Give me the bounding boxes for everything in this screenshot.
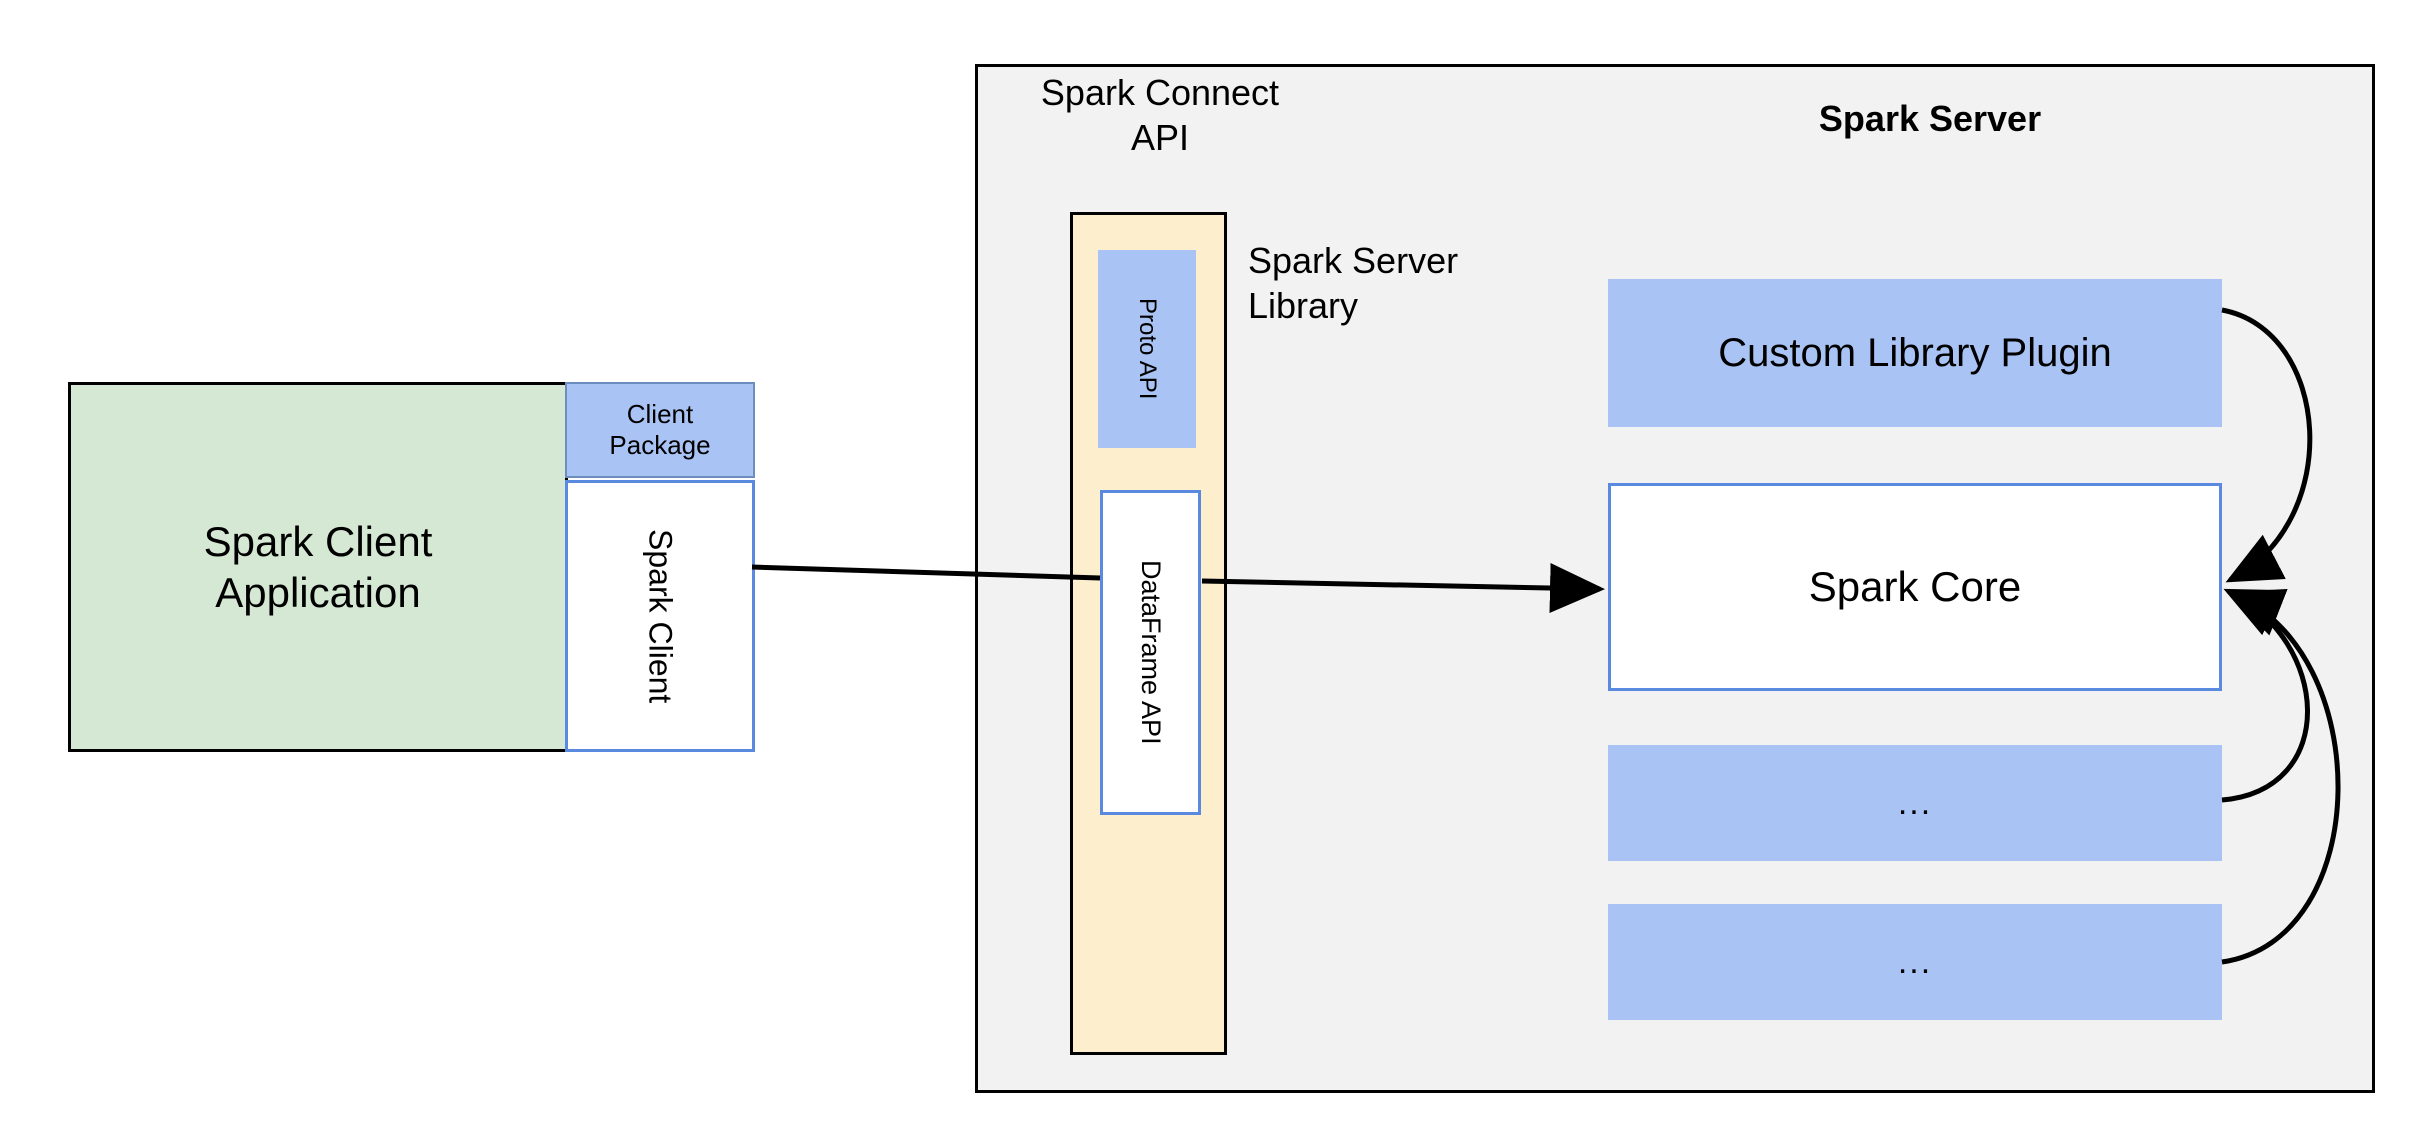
connect-api-line2: API <box>1130 117 1190 158</box>
spark-client-application-label: Spark Client Application <box>204 516 433 618</box>
spark-client-label: Spark Client <box>642 528 679 704</box>
client-package-label: Client Package <box>609 399 710 461</box>
ellipsis-label-1: ... <box>1897 783 1933 822</box>
client-app-line1: Spark Client <box>203 517 433 565</box>
custom-library-plugin-label: Custom Library Plugin <box>1718 330 2112 375</box>
client-app-line2: Application <box>215 569 421 616</box>
client-package-box[interactable]: Client Package <box>565 382 755 478</box>
client-package-line2: Package <box>609 430 711 460</box>
dataframe-api-box[interactable]: DataFrame API <box>1100 490 1201 815</box>
server-library-line1: Spark Server <box>1248 240 1459 281</box>
proto-api-label: Proto API <box>1134 298 1161 400</box>
dataframe-api-label: DataFrame API <box>1136 560 1166 745</box>
client-package-line1: Client <box>626 398 694 429</box>
additional-component-row-1[interactable]: ... <box>1608 745 2222 861</box>
spark-connect-api-label: Spark Connect API <box>1015 70 1305 160</box>
proto-api-box[interactable]: Proto API <box>1098 250 1196 448</box>
server-library-line2: Library <box>1248 285 1359 326</box>
ellipsis-label-2: ... <box>1897 942 1933 981</box>
connect-api-line1: Spark Connect <box>1040 72 1280 113</box>
spark-server-library-label: Spark Server Library <box>1248 238 1588 328</box>
additional-component-row-2[interactable]: ... <box>1608 904 2222 1020</box>
spark-server-title: Spark Server <box>1818 98 2042 139</box>
spark-client-box[interactable]: Spark Client <box>565 480 755 752</box>
spark-core-box[interactable]: Spark Core <box>1608 483 2222 691</box>
custom-library-plugin-box[interactable]: Custom Library Plugin <box>1608 279 2222 427</box>
spark-client-application-box[interactable]: Spark Client Application <box>68 382 568 752</box>
spark-core-label: Spark Core <box>1808 563 2022 610</box>
